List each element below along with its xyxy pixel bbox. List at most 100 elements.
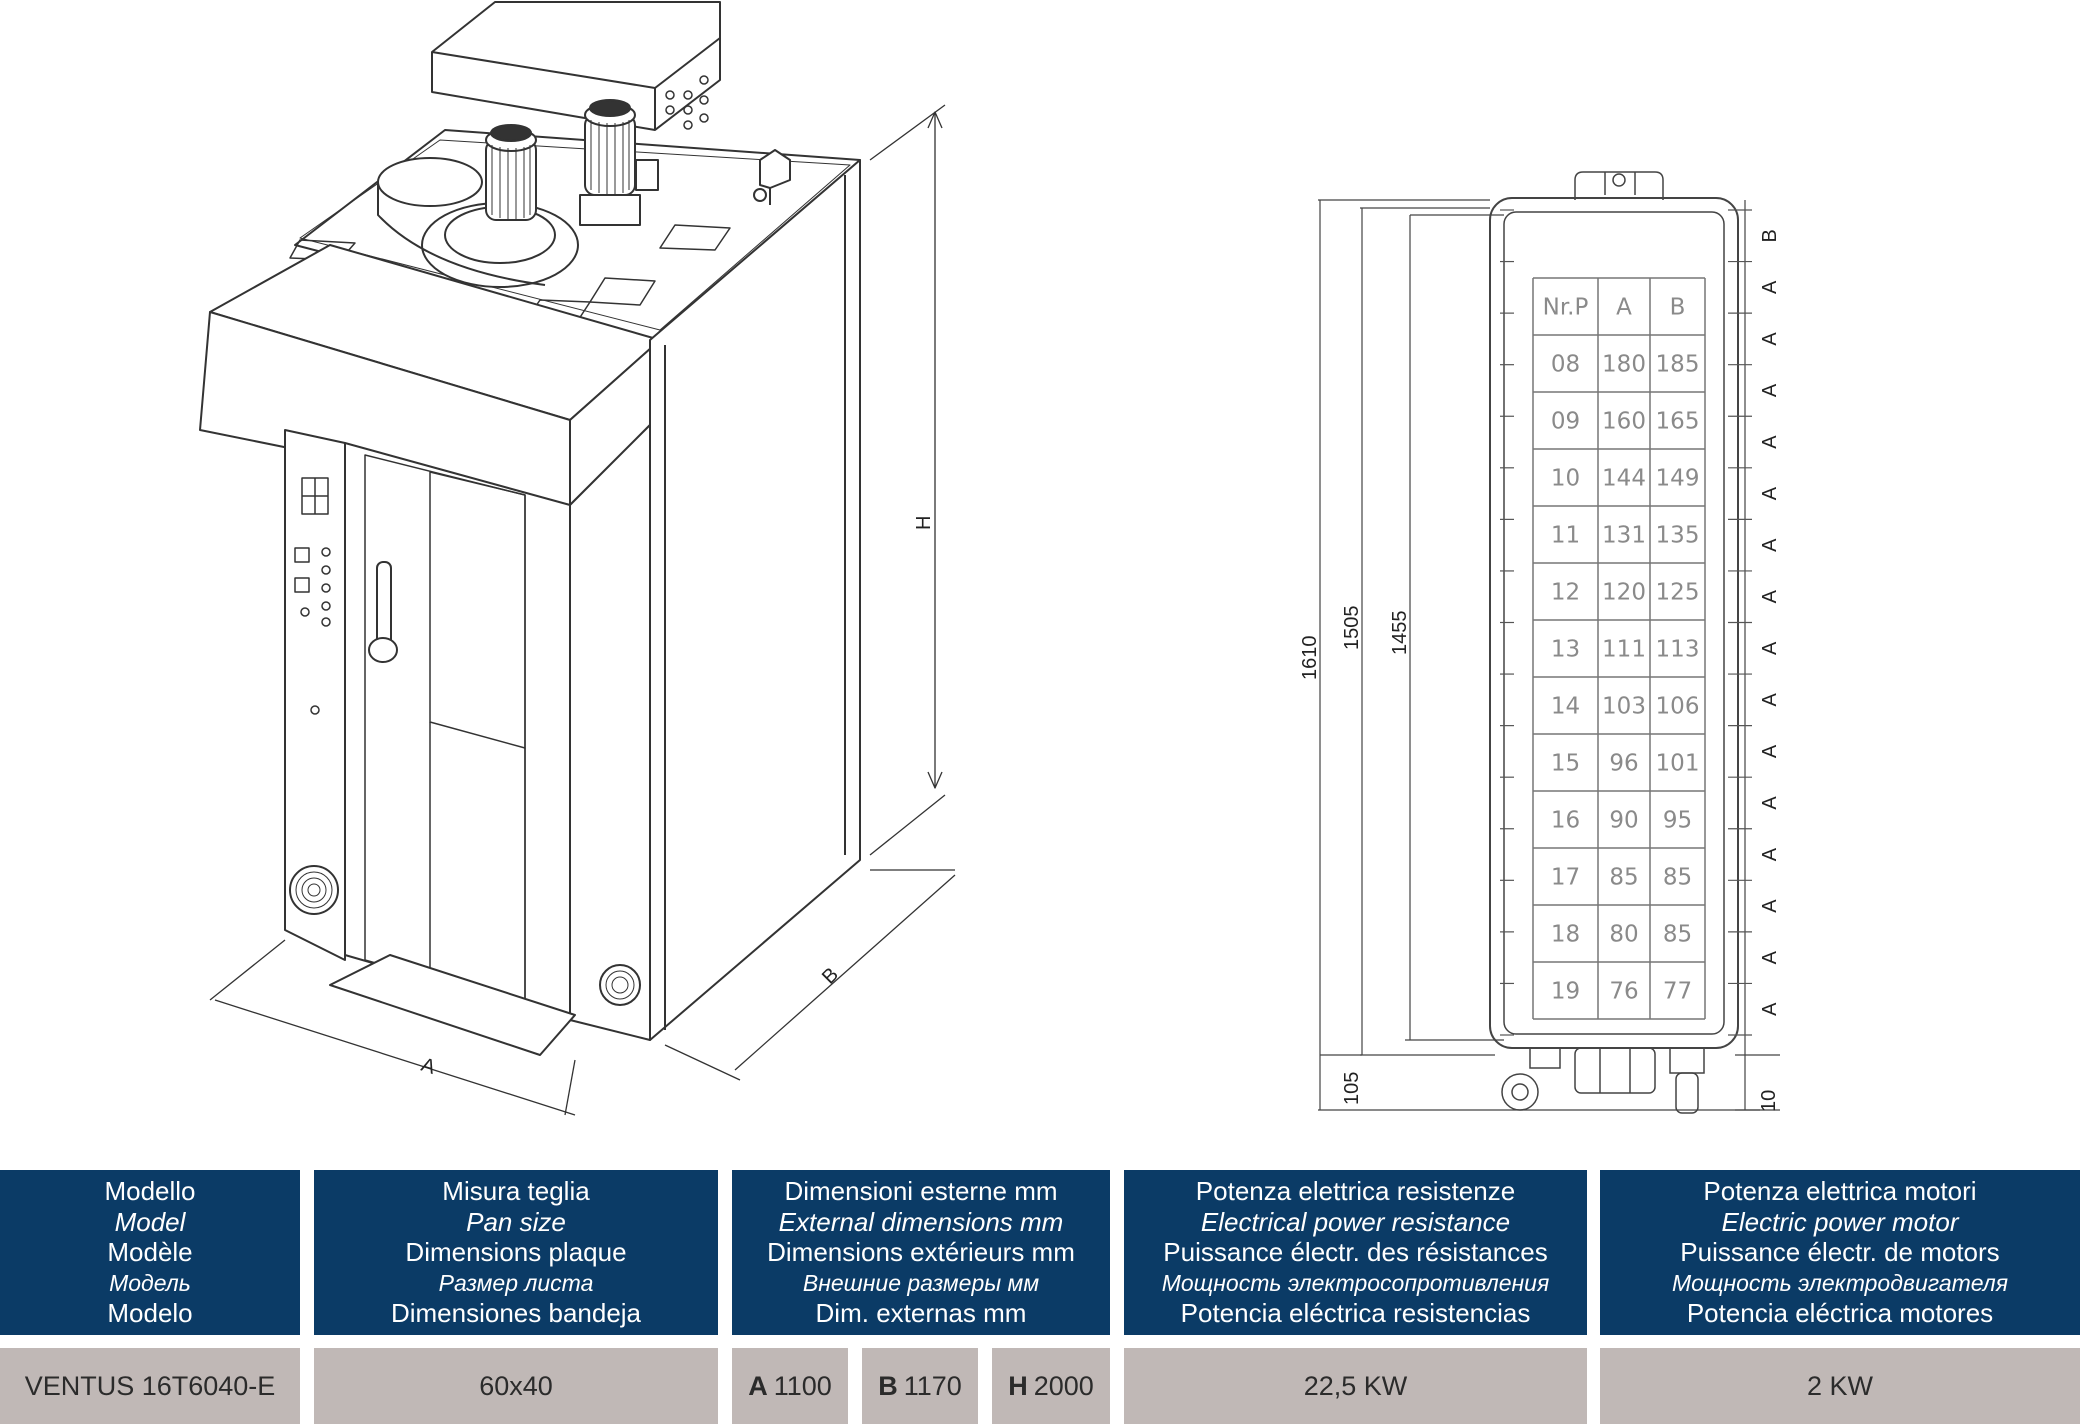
table-cell: 19 bbox=[1551, 979, 1580, 1005]
header-line: Misura teglia bbox=[442, 1176, 590, 1207]
table-cell: 113 bbox=[1656, 637, 1700, 663]
rail-spacing-label: B bbox=[1759, 229, 1781, 242]
table-header-cell: Nr.P bbox=[1543, 295, 1589, 321]
table-cell: 106 bbox=[1656, 694, 1700, 720]
table-cell: 103 bbox=[1602, 694, 1646, 720]
dimension-h-number: 2000 bbox=[1033, 1370, 1094, 1401]
table-cell: 111 bbox=[1602, 637, 1646, 663]
table-cell: 85 bbox=[1663, 865, 1692, 891]
table-header-cell: B bbox=[1670, 295, 1686, 321]
rail-spacing-label: A bbox=[1759, 280, 1781, 294]
table-header-cell: A bbox=[1616, 295, 1632, 321]
dimension-h-value: H 2000 bbox=[992, 1348, 1110, 1424]
resistance-power-header: Potenza elettrica resistenze Electrical … bbox=[1124, 1170, 1587, 1335]
table-cell: 13 bbox=[1551, 637, 1580, 663]
dimension-1455: 1455 bbox=[1389, 611, 1411, 656]
table-cell: 120 bbox=[1602, 580, 1646, 606]
rail-spacing-label: A bbox=[1759, 899, 1781, 913]
oven-isometric-drawing: H B A bbox=[199, 1, 956, 1116]
header-line: Puissance électr. de motors bbox=[1680, 1237, 2000, 1268]
header-line: Potenza elettrica resistenze bbox=[1195, 1176, 1516, 1207]
rail-spacing-label: A bbox=[1759, 332, 1781, 346]
table-cell: 16 bbox=[1551, 808, 1580, 834]
table-cell: 149 bbox=[1656, 466, 1700, 492]
table-cell: 95 bbox=[1663, 808, 1692, 834]
table-cell: 17 bbox=[1551, 865, 1580, 891]
header-line: External dimensions mm bbox=[778, 1206, 1064, 1237]
header-line: Dimensions extérieurs mm bbox=[767, 1237, 1075, 1268]
table-cell: 12 bbox=[1551, 580, 1580, 606]
rail-spacing-label: A bbox=[1759, 796, 1781, 810]
header-line: Размер листа bbox=[438, 1269, 594, 1296]
table-cell: 90 bbox=[1609, 808, 1638, 834]
rail-spacing-label: A bbox=[1759, 847, 1781, 861]
table-cell: 85 bbox=[1609, 865, 1638, 891]
header-line: Modello bbox=[104, 1176, 196, 1207]
table-cell: 09 bbox=[1551, 409, 1580, 435]
motor-power-header: Potenza elettrica motori Electric power … bbox=[1600, 1170, 2080, 1335]
technical-drawings: H B A 1610 1505 1455 105 bbox=[199, 1, 1781, 1116]
header-line: Dimensiones bandeja bbox=[390, 1298, 642, 1329]
dimension-a-number: 1100 bbox=[773, 1370, 832, 1401]
pan-size-value: 60x40 bbox=[314, 1348, 718, 1424]
header-line: Electric power motor bbox=[1721, 1206, 1959, 1237]
dimension-h-label: H bbox=[1008, 1370, 1028, 1401]
table-cell: 125 bbox=[1656, 580, 1700, 606]
table-cell: 80 bbox=[1609, 922, 1638, 948]
rail-spacing-label: A bbox=[1759, 641, 1781, 655]
dimension-b-value: B 1170 bbox=[862, 1348, 978, 1424]
rail-spacing-label: A bbox=[1759, 693, 1781, 707]
rail-spacing-label: A bbox=[1759, 486, 1781, 500]
table-cell: 10 bbox=[1551, 466, 1580, 492]
header-line: Puissance électr. des résistances bbox=[1163, 1237, 1548, 1268]
header-line: Model bbox=[114, 1206, 186, 1237]
table-cell: 160 bbox=[1602, 409, 1646, 435]
header-line: Dimensioni esterne mm bbox=[784, 1176, 1058, 1207]
table-cell: 11 bbox=[1551, 523, 1580, 549]
rail-spacing-label: A bbox=[1759, 744, 1781, 758]
table-cell: 180 bbox=[1602, 352, 1646, 378]
header-line: Pan size bbox=[466, 1206, 566, 1237]
dimension-a-label: A bbox=[748, 1370, 768, 1401]
dimension-10: 10 bbox=[1758, 1090, 1780, 1112]
table-cell: 14 bbox=[1551, 694, 1580, 720]
table-cell: 77 bbox=[1663, 979, 1692, 1005]
table-cell: 131 bbox=[1602, 523, 1646, 549]
header-line: Dim. externas mm bbox=[815, 1298, 1027, 1329]
header-line: Внешние размеры мм bbox=[802, 1269, 1040, 1296]
table-cell: 96 bbox=[1609, 751, 1638, 777]
dimension-label-h: H bbox=[913, 516, 935, 530]
header-line: Modelo bbox=[107, 1298, 193, 1329]
resistance-power-value: 22,5 KW bbox=[1124, 1348, 1587, 1424]
rail-spacing-label: A bbox=[1759, 950, 1781, 964]
header-line: Мощность электродвигателя bbox=[1671, 1269, 2009, 1296]
table-cell: 144 bbox=[1602, 466, 1646, 492]
table-cell: 101 bbox=[1656, 751, 1700, 777]
rail-spacing-label: A bbox=[1759, 538, 1781, 552]
header-line: Мощность электросопротивления bbox=[1161, 1269, 1550, 1296]
header-line: Potencia eléctrica resistencias bbox=[1180, 1298, 1531, 1329]
rail-spacing-label: A bbox=[1759, 435, 1781, 449]
header-line: Electrical power resistance bbox=[1200, 1206, 1511, 1237]
pan-size-header: Misura teglia Pan size Dimensions plaque… bbox=[314, 1170, 718, 1335]
header-line: Potenza elettrica motori bbox=[1703, 1176, 1977, 1207]
rail-spacing-label: A bbox=[1759, 383, 1781, 397]
rail-spacing-label: A bbox=[1759, 1002, 1781, 1016]
dimension-1610: 1610 bbox=[1299, 636, 1321, 681]
dimension-105: 105 bbox=[1341, 1072, 1363, 1105]
dimensions-header: Dimensioni esterne mm External dimension… bbox=[732, 1170, 1110, 1335]
dimension-a-value: A 1100 bbox=[732, 1348, 848, 1424]
header-line: Modèle bbox=[107, 1237, 193, 1268]
dimension-b-label: B bbox=[878, 1370, 898, 1401]
header-line: Модель bbox=[109, 1269, 191, 1296]
header-line: Dimensions plaque bbox=[405, 1237, 627, 1268]
table-cell: 85 bbox=[1663, 922, 1692, 948]
table-cell: 15 bbox=[1551, 751, 1580, 777]
model-value: VENTUS 16T6040-E bbox=[0, 1348, 300, 1424]
rail-spacing-label: A bbox=[1759, 589, 1781, 603]
model-header: Modello Model Modèle Модель Modelo bbox=[0, 1170, 300, 1335]
table-cell: 18 bbox=[1551, 922, 1580, 948]
dimension-b-number: 1170 bbox=[903, 1370, 962, 1401]
table-cell: 135 bbox=[1656, 523, 1700, 549]
table-cell: 185 bbox=[1656, 352, 1700, 378]
